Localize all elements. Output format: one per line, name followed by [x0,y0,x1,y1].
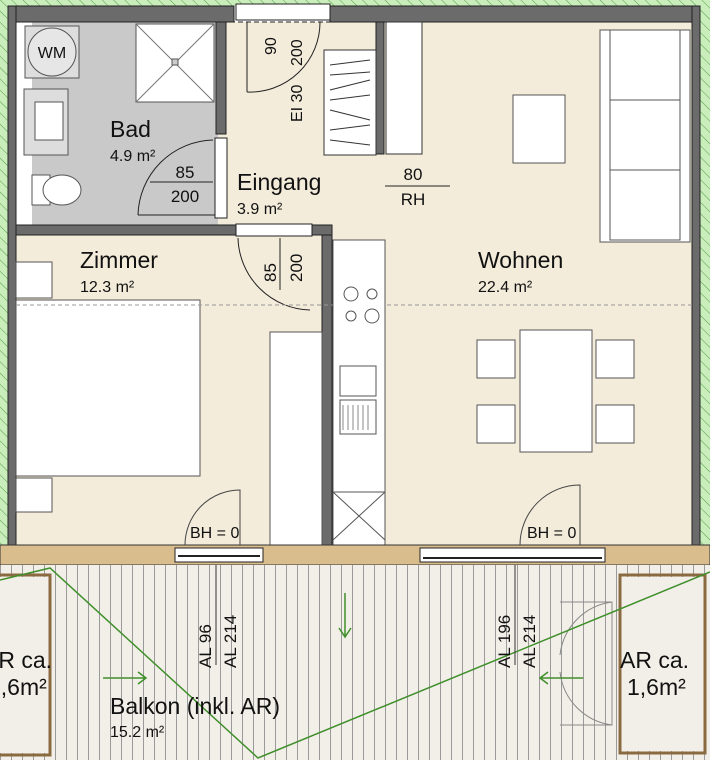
ar-left-name: AR ca. [0,647,52,673]
zimmer-door-width: 85 [261,263,280,282]
entrance-fire-rating: EI 30 [289,85,306,122]
bad-door[interactable] [137,137,228,219]
ar-right-floor [622,577,703,751]
wohnen-area: 22.4 m² [478,279,533,296]
cabinet [385,21,423,155]
balkon-name: Balkon (inkl. AR) [110,693,280,719]
bad-name: Bad [110,116,151,142]
exterior-green-right [700,0,710,545]
eingang-name: Eingang [237,169,321,195]
balcony-decking [0,565,710,760]
entrance-door-height: 200 [289,39,306,66]
wohnen-window-al-width: AL 196 [495,615,514,668]
exterior-green-left [0,0,8,545]
ar-right-area: 1,6m² [627,674,686,700]
bad-door-width: 85 [176,163,195,182]
ar-door [559,601,613,726]
exterior-green-top [0,0,710,6]
bad-door-height: 200 [171,187,199,206]
living-furniture [476,29,691,453]
toilet [31,174,82,206]
entrance-door-width: 90 [263,37,280,55]
wardrobe [323,49,377,156]
zimmer-window-sill: BH = 0 [190,525,239,542]
washing-machine-label: WM [38,45,66,62]
zimmer-door-height: 200 [287,254,306,282]
entrance-door[interactable] [230,3,331,93]
balcony-slope-lines [0,567,710,759]
wohnen-name: Wohnen [478,247,563,273]
shower [135,23,215,103]
zimmer-door[interactable] [235,223,313,311]
wohnen-window-al-height: AL 214 [520,615,539,668]
zimmer-window[interactable] [174,489,264,563]
washing-machine [24,25,80,79]
kitchen [332,239,386,546]
zimmer-window-al-width: AL 96 [196,624,215,668]
ar-left-floor [0,577,48,753]
opening-width: 80 [404,165,423,184]
zimmer-name: Zimmer [80,247,158,273]
zimmer-window-al-height: AL 214 [221,615,240,668]
ar-right-name: AR ca. [620,647,689,673]
ar-left-area: 1,6m² [0,674,47,700]
wohnen-window[interactable] [419,484,606,563]
wohnen-window-sill: BH = 0 [527,525,576,542]
bad-area: 4.9 m² [110,148,156,165]
opening-type: RH [401,190,426,209]
eingang-area: 3.9 m² [237,201,283,218]
zimmer-area: 12.3 m² [80,279,135,296]
balkon-area: 15.2 m² [110,724,165,741]
zimmer-furniture [15,261,323,546]
sink [23,88,69,156]
